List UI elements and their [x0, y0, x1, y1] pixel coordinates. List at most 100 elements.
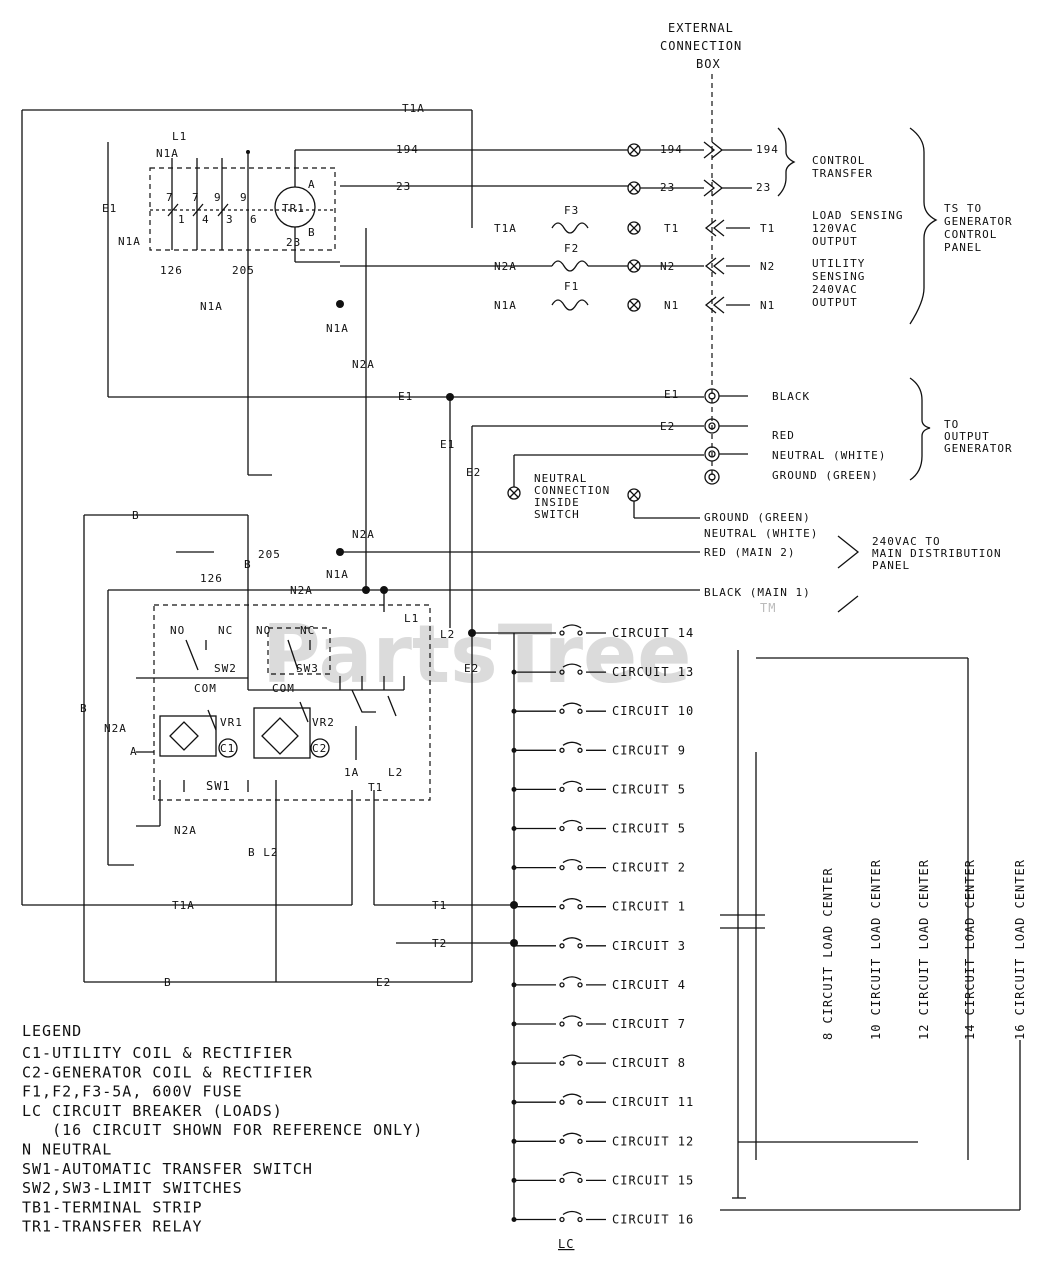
label-neutral-conn-3: INSIDE [534, 496, 580, 509]
label-nc-2: NC [300, 624, 315, 637]
relay-a-label: A [308, 178, 316, 191]
contact-3: 3 [226, 213, 234, 226]
circuit-row: CIRCUIT 8 [511, 1054, 686, 1070]
circuit-row: CIRCUIT 7 [511, 1015, 685, 1031]
load-center-bus [720, 650, 1021, 1211]
label-utility-4: OUTPUT [812, 296, 858, 309]
circuit-junction [511, 1060, 517, 1066]
label-com-2: COM [272, 682, 295, 695]
label-no-2: NO [256, 624, 271, 637]
load-center-14: 14 CIRCUIT LOAD CENTER [963, 859, 977, 1040]
fuse-f1-label: F1 [564, 280, 579, 293]
wire-e2-b: E2 [464, 662, 479, 675]
circuit-junction [511, 786, 517, 792]
wire-n1a-c: N1A [326, 568, 349, 581]
circuit-breaker-icon [559, 976, 583, 988]
label-load-3: OUTPUT [812, 235, 858, 248]
label-t1-sw: T1 [368, 781, 383, 794]
label-to-out-2: OUTPUT [944, 430, 990, 443]
term-n1-right: N1 [760, 299, 775, 312]
label-sw2: SW2 [214, 662, 237, 675]
label-com-1: COM [194, 682, 217, 695]
circuit-row: CIRCUIT 15 [511, 1171, 694, 1187]
term-23-left: 23 [660, 181, 675, 194]
coil-c1-icon [218, 738, 238, 758]
term-194-right: 194 [756, 143, 779, 156]
label-no-1: NO [170, 624, 185, 637]
legend-title: LEGEND [22, 1022, 82, 1040]
circuit-breaker-icon [559, 1171, 583, 1184]
label-ground-2: GROUND (GREEN) [704, 511, 811, 524]
rectifier-1-icon [169, 721, 199, 751]
label-c2: C2 [312, 742, 327, 755]
wire-l1-top: L1 [172, 130, 187, 143]
circuit-label: CIRCUIT 11 [612, 1095, 694, 1109]
wire-l1-b: L1 [404, 612, 419, 625]
term-n2-left: N2 [660, 260, 675, 273]
label-nc-1: NC [218, 624, 233, 637]
circuit-breaker-icon [559, 741, 583, 753]
wire-e1-right: E1 [664, 388, 679, 401]
circuit-label: CIRCUIT 3 [612, 939, 686, 953]
terminal-t1-icon [627, 221, 641, 235]
wire-e2-vertical: E2 [466, 466, 481, 479]
circuit-label: CIRCUIT 13 [612, 665, 694, 679]
legend: LEGEND C1-UTILITY COIL & RECTIFIERC2-GEN… [22, 1022, 423, 1236]
rectifier-2-icon [261, 717, 299, 755]
circuit-row: CIRCUIT 11 [511, 1093, 694, 1109]
label-load-2: 120VAC [812, 222, 858, 235]
circuit-junction [511, 982, 517, 988]
label-ts-4: PANEL [944, 241, 982, 254]
term-t1-right: T1 [760, 222, 775, 235]
circuit-row: CIRCUIT 2 [511, 858, 685, 875]
wire-b-mid: B [244, 558, 252, 571]
contact-7a: 7 [166, 191, 174, 204]
contact-7b: 7 [192, 191, 200, 204]
external-box-line-2: CONNECTION [660, 39, 742, 53]
term-194-left: 194 [660, 143, 683, 156]
label-black-main1: BLACK (MAIN 1) [704, 586, 811, 599]
legend-item: (16 CIRCUIT SHOWN FOR REFERENCE ONLY) [22, 1121, 423, 1139]
relay-23-label: 23 [286, 236, 301, 249]
circuit-row: CIRCUIT 9 [511, 741, 685, 757]
circuit-breaker-icon [559, 1210, 583, 1223]
circuit-breaker-icon [559, 663, 583, 675]
load-center-labels: 8 CIRCUIT LOAD CENTER 10 CIRCUIT LOAD CE… [821, 859, 1027, 1040]
term-n2-right: N2 [760, 260, 775, 273]
external-connection-box: EXTERNAL CONNECTION BOX [660, 21, 742, 482]
label-to-out-1: TO [944, 418, 959, 431]
wire-n2a-c: N2A [290, 584, 313, 597]
wire-n1a-left: N1A [118, 235, 141, 248]
circuit-label: CIRCUIT 14 [612, 626, 694, 640]
label-control-2: TRANSFER [812, 167, 873, 180]
wire-e2-bottom: E2 [376, 976, 391, 989]
label-black: BLACK [772, 390, 810, 403]
coil-c2-icon [310, 738, 330, 758]
fuse-f2-icon [551, 260, 589, 272]
circuit-row: CIRCUIT 12 [511, 1132, 693, 1148]
wire-n2a-mid: N2A [352, 358, 375, 371]
circuit-label: CIRCUIT 5 [612, 782, 686, 796]
fuse-f1-icon [551, 299, 589, 311]
wire-t1-bottom: T1 [432, 899, 447, 912]
label-ts-3: CONTROL [944, 228, 997, 241]
fuse-f3-icon [551, 222, 589, 234]
circuit-label: CIRCUIT 15 [612, 1173, 694, 1187]
middle-wiring: N1A N2A E1 E1 E1 E2 E2 B B 205 126 N2A N… [83, 228, 704, 983]
label-sw3: SW3 [296, 662, 319, 675]
circuit-breaker-icon [559, 1093, 583, 1105]
connector-out-icons [703, 141, 724, 197]
wire-b-left: B [80, 702, 88, 715]
wire-b-l2: B L2 [248, 846, 279, 859]
wire-n1a-dot: N1A [326, 322, 349, 335]
wire-23-label: 23 [396, 180, 411, 193]
label-neutral-conn-4: SWITCH [534, 508, 580, 521]
circuit-junction [511, 1138, 517, 1144]
wire-b-top: B [132, 509, 140, 522]
wire-n2a-b: N2A [352, 528, 375, 541]
legend-item: C1-UTILITY COIL & RECTIFIER [22, 1044, 293, 1062]
legend-item: TB1-TERMINAL STRIP [22, 1198, 203, 1216]
label-neutral-2: NEUTRAL (WHITE) [704, 527, 818, 540]
circuit-label: CIRCUIT 8 [612, 1056, 686, 1070]
